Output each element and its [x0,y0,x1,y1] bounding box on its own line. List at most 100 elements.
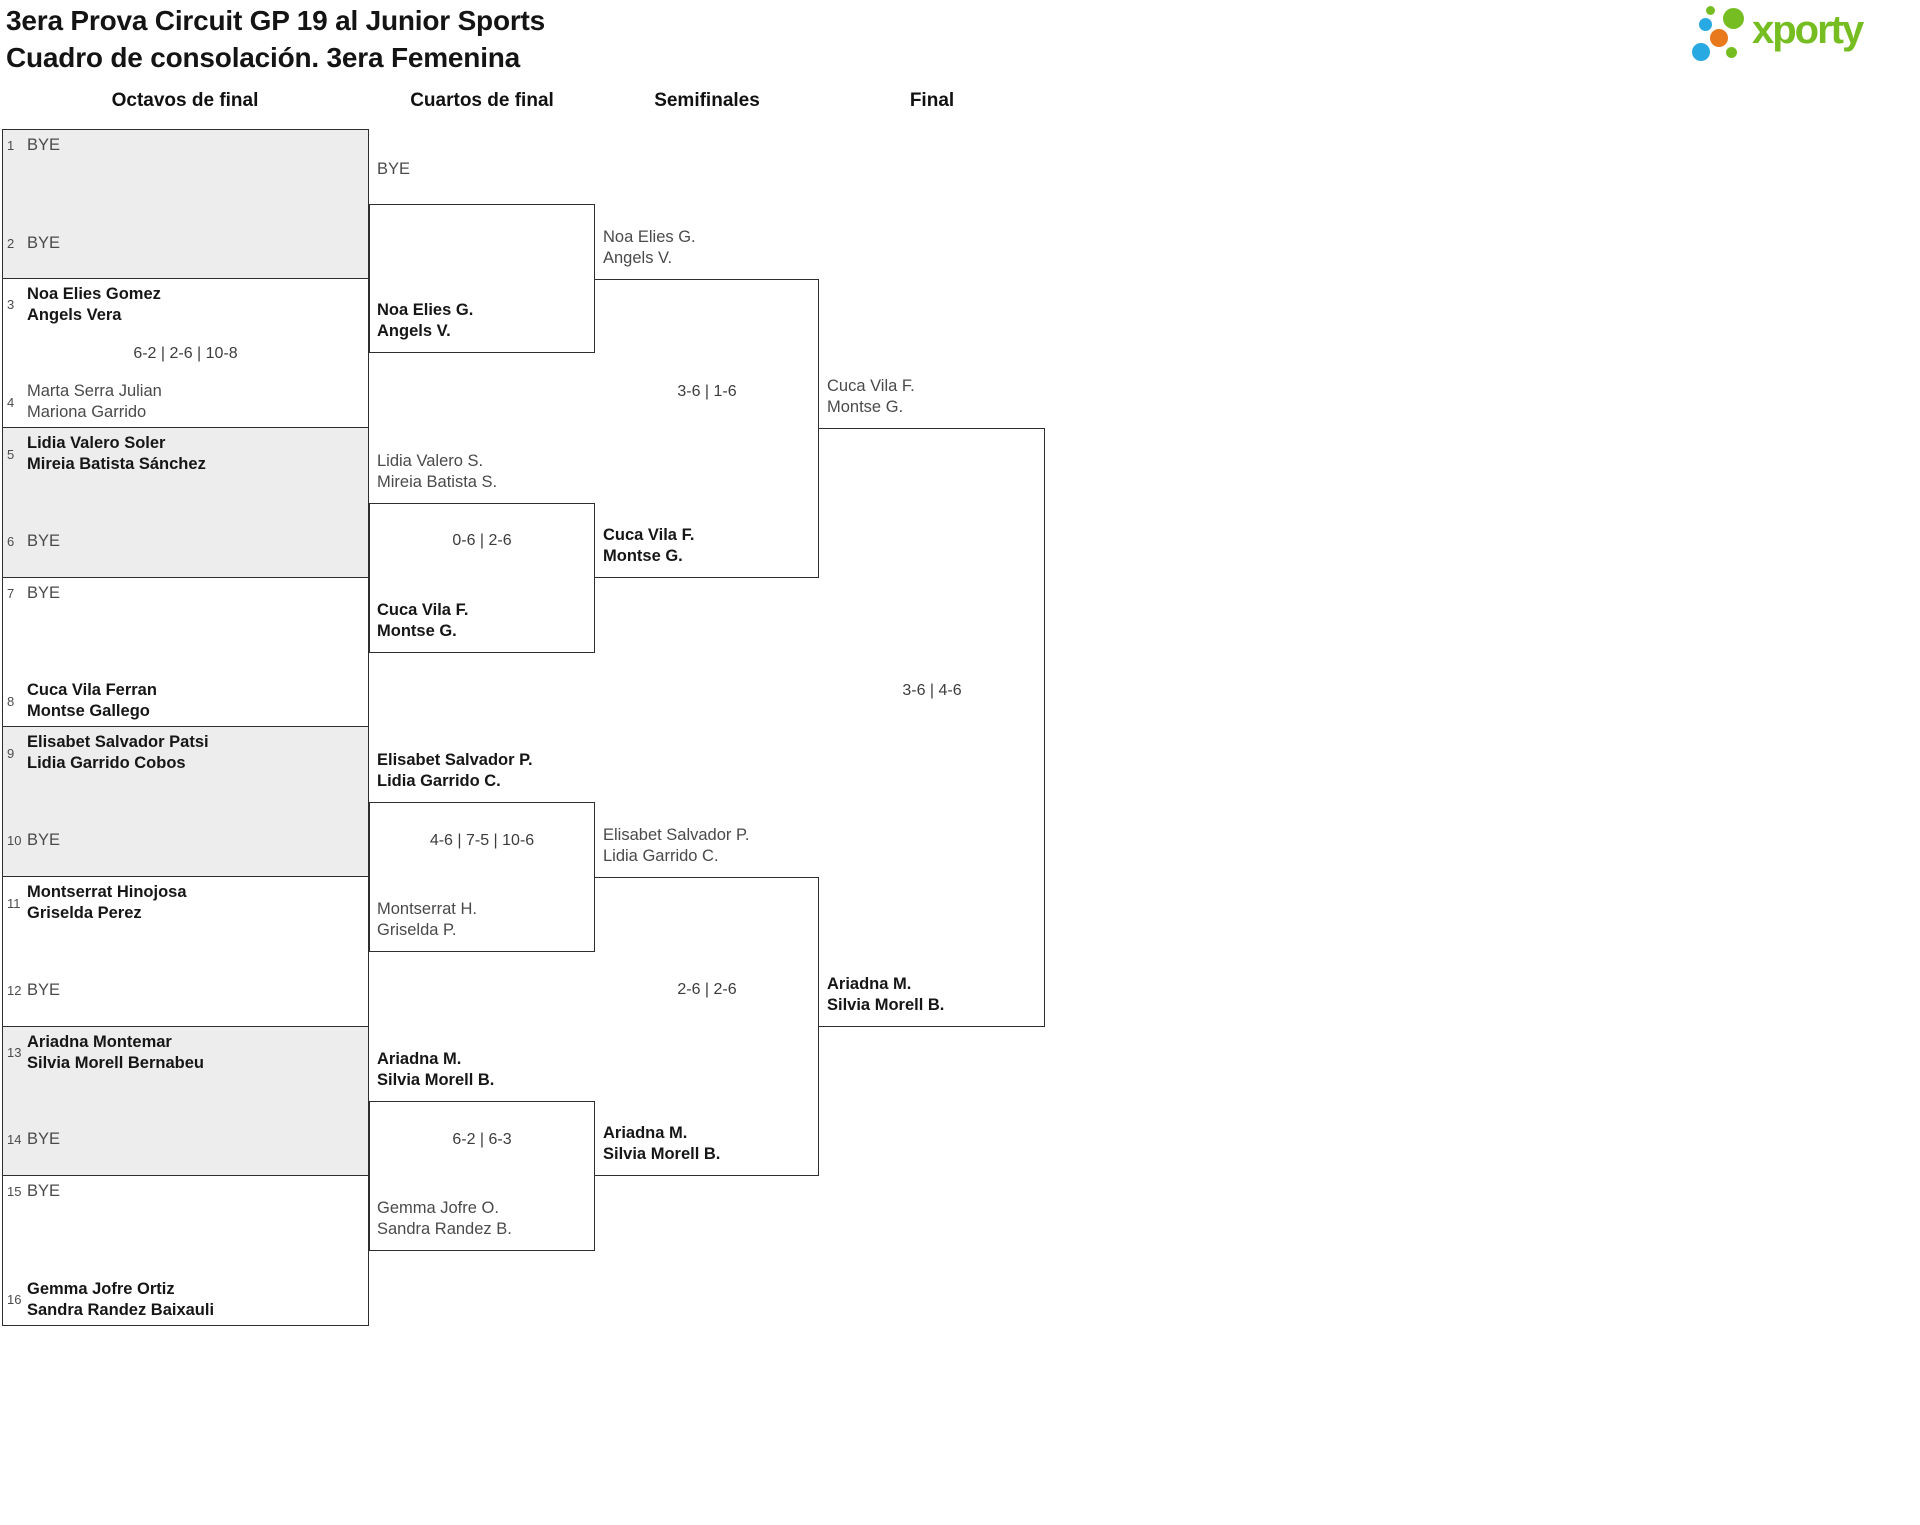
team-player-line: Silvia Morell B. [377,1071,495,1090]
logo-dot-orange [1710,29,1728,47]
cuartos-match-2 [369,503,595,653]
team-player-line: Montserrat H. [377,899,477,918]
team-player-line: Lidia Valero S. [377,452,484,470]
team-name: Lidia Valero S. Mireia Batista S. [377,451,497,493]
bye-label: BYE [27,1181,60,1202]
team-player-line: Elisabet Salvador Patsi [27,733,209,752]
tournament-title-line2: Cuadro de consolación. 3era Femenina [6,42,521,73]
bye-label: BYE [377,159,410,180]
team-player-line: Cuca Vila F. [827,377,915,396]
seed-number: 12 [7,982,22,998]
team-player-line: Elisabet Salvador P. [377,751,533,770]
match-score: 0-6 | 2-6 [452,532,512,550]
team-player-line: Angels V. [603,248,673,267]
round-header-octavos: Octavos de final [111,90,259,111]
team-name: Elisabet Salvador P.Lidia Garrido C. [603,825,749,867]
bye-label: BYE [27,830,60,851]
bye-label: BYE [27,135,60,156]
team-player-line: Cuca Vila Ferran [27,681,157,700]
seed-number: 6 [7,533,15,549]
team-player-line: Gemma Jofre Ortiz [27,1279,175,1298]
match-score: 3-6 | 4-6 [902,681,962,699]
match-score: 6-2 | 2-6 | 10-8 [133,344,238,362]
team-player-line: BYE [27,583,61,602]
team-name: Noa Elies G.Angels V. [377,300,473,342]
seed-number: 2 [7,235,15,251]
team-player-line: Lidia Garrido Cobos [27,754,186,773]
final-match-1 [819,428,1045,1027]
team-player-line: Griselda Perez [27,904,142,922]
logo-dot-blue-large [1692,43,1710,61]
seed-number: 15 [7,1184,22,1200]
seed-number: 9 [7,745,15,761]
team-player-line: Gemma Jofre O. [377,1199,499,1217]
team-player-line: Montse G. [377,621,457,640]
team-player-line: Sandra Randez B. [377,1220,512,1238]
bye-label: BYE [27,233,60,254]
team-player-line: Noa Elies G. [603,227,696,246]
team-player-line: BYE [27,1130,61,1149]
team-player-line: Silvia Morell B. [603,1145,721,1164]
seed-number: 7 [7,585,15,601]
logo-dot-green-small-top [1705,5,1715,15]
team-player-line: Silvia Morell Bernabeu [27,1053,204,1072]
xporty-logo[interactable]: xporty [1690,0,1918,74]
team-player-line: BYE [27,830,61,849]
bye-label: BYE [27,583,60,604]
team-player-line: Lidia Garrido C. [377,772,501,791]
team-player-line: Montserrat Hinojosa [27,883,187,901]
team-name: Elisabet Salvador P. Lidia Garrido C. [377,750,533,792]
team-player-line: Montse G. [827,398,904,417]
seed-number: 1 [7,138,15,153]
team-player-line: Lidia Garrido C. [603,847,719,865]
seed-number: 8 [7,693,15,709]
cuartos-match-3 [369,802,595,952]
team-name: Noa Elies G. Angels V. [603,227,696,269]
team-player-line: Noa Elies Gomez [27,284,161,303]
team-player-line: Mireia Batista S. [377,473,498,491]
cuartos-match-1 [369,203,595,354]
logo-wordmark: xporty [1752,8,1864,52]
team-player-line: Ariadna M. [603,1124,688,1143]
match-score: 4-6 | 7-5 | 10-6 [429,831,535,849]
team-player-line: Griselda P. [377,920,457,939]
team-player-line: BYE [377,159,411,178]
semifinal-match-2 [595,877,819,1177]
seed-number: 4 [7,394,15,410]
seed-number: 13 [7,1045,22,1061]
seed-number: 5 [7,446,15,462]
logo-dot-green-large [1722,7,1744,29]
team-name: Gemma Jofre O. Sandra Randez B. [377,1198,512,1240]
team-player-line: Lidia Valero Soler [27,434,166,453]
team-player-line: BYE [27,980,61,999]
team-player-line: BYE [27,1182,61,1201]
bracket-entry: 7 BYE [3,583,368,604]
seed-number: 3 [7,297,15,313]
logo-dot-green-small-bottom [1725,46,1737,58]
semifinal-match-1 [595,278,819,578]
tournament-title-line1: 3era Prova Circuit GP 19 al Junior Sport… [6,5,546,36]
seed-number: 14 [7,1132,22,1148]
team-name: Cuca Vila F.Montse G. [377,600,468,642]
team-player-line: Noa Elies G. [377,301,474,320]
team-player-line: Ariadna Montemar [27,1032,172,1051]
team-player-line: Mariona Garrido [27,403,147,422]
